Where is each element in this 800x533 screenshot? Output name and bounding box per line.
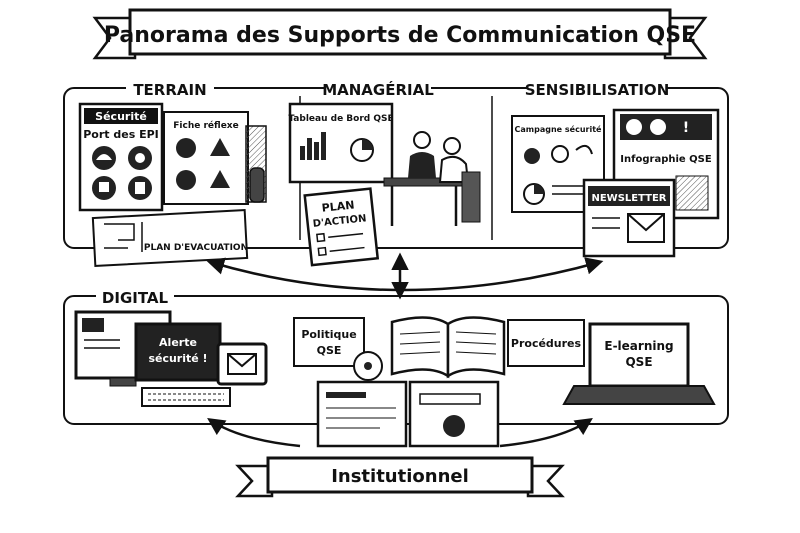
fiche-reflexe: Fiche réflexe bbox=[163, 111, 249, 205]
arrow-institutionnel-left bbox=[207, 418, 301, 448]
lightbulb-icon bbox=[551, 145, 569, 163]
alert-line1: Alerte bbox=[159, 336, 197, 349]
campaign-title: Campagne sécurité bbox=[515, 124, 603, 134]
epi-poster: Sécurité Port des EPI bbox=[78, 102, 164, 212]
plan-action-line1: PLAN bbox=[321, 198, 355, 214]
keyboard-icon bbox=[141, 387, 231, 407]
open-book bbox=[390, 316, 506, 379]
title-banner: Panorama des Supports de Communication Q… bbox=[92, 8, 708, 60]
qse-dashboard-board: Tableau de Bord QSE bbox=[288, 102, 394, 184]
poster-title: Sécurité bbox=[95, 110, 147, 123]
tablet-mail-icon bbox=[216, 342, 268, 386]
meeting-illustration bbox=[383, 131, 481, 226]
gear-icon bbox=[524, 148, 540, 164]
evacuation-plan: PLAN D'EVACUATION bbox=[91, 209, 249, 267]
elearning-line2: QSE bbox=[625, 355, 652, 369]
section-label-terrain: TERRAIN bbox=[133, 81, 206, 99]
employee-person-icon bbox=[443, 137, 461, 155]
newsletter: NEWSLETTER bbox=[582, 178, 676, 258]
section-label-managerial: MANAGÉRIAL bbox=[322, 80, 434, 99]
politique-line2: QSE bbox=[317, 344, 342, 357]
procedures-label: Procédures bbox=[511, 337, 582, 350]
chair-icon bbox=[461, 171, 481, 223]
certificate-seal-icon bbox=[443, 415, 465, 437]
plan-action-clipboard: PLAN D'ACTION bbox=[303, 187, 380, 267]
poster-subtitle: Port des EPI bbox=[83, 128, 159, 141]
infographic-title: Infographie QSE bbox=[620, 154, 712, 165]
plan-evacuation-label: PLAN D'EVACUATION bbox=[144, 243, 248, 253]
newsletter-title: NEWSLETTER bbox=[591, 193, 666, 204]
page-title: Panorama des Supports de Communication Q… bbox=[104, 23, 696, 48]
manager-person-icon bbox=[413, 131, 431, 149]
warning-icon bbox=[210, 138, 230, 156]
institutionnel-banner: Institutionnel bbox=[235, 456, 565, 498]
section-label-institutionnel: Institutionnel bbox=[331, 466, 469, 487]
alert-monitor: Alerte sécurité ! bbox=[134, 322, 222, 382]
extinguisher-sign-icon bbox=[176, 170, 196, 190]
fire-warning-icon bbox=[210, 170, 230, 188]
section-label-sensibilisation: SENSIBILISATION bbox=[525, 81, 670, 99]
alert-icon: ! bbox=[683, 120, 689, 136]
section-label-digital: DIGITAL bbox=[102, 289, 169, 307]
mask-icon bbox=[176, 138, 196, 158]
clock-icon bbox=[626, 119, 642, 135]
alert-line2: sécurité ! bbox=[148, 352, 207, 365]
fiche-title: Fiche réflexe bbox=[173, 120, 238, 131]
elearning-line1: E-learning bbox=[604, 339, 673, 353]
board-title: Tableau de Bord QSE bbox=[288, 114, 393, 124]
politique-line1: Politique bbox=[301, 328, 356, 341]
elearning-laptop: E-learning QSE bbox=[562, 322, 716, 405]
arrow-top-connector bbox=[206, 257, 604, 292]
procedures-doc: Procédures bbox=[507, 319, 585, 367]
email-screen-icon bbox=[82, 318, 104, 332]
institutionnel-brochures bbox=[316, 380, 500, 448]
politique-qse-doc: Politique QSE bbox=[293, 317, 365, 367]
fire-extinguisher-icon bbox=[245, 125, 267, 203]
gauge-icon bbox=[650, 119, 666, 135]
arrow-institutionnel-right bbox=[499, 418, 593, 448]
